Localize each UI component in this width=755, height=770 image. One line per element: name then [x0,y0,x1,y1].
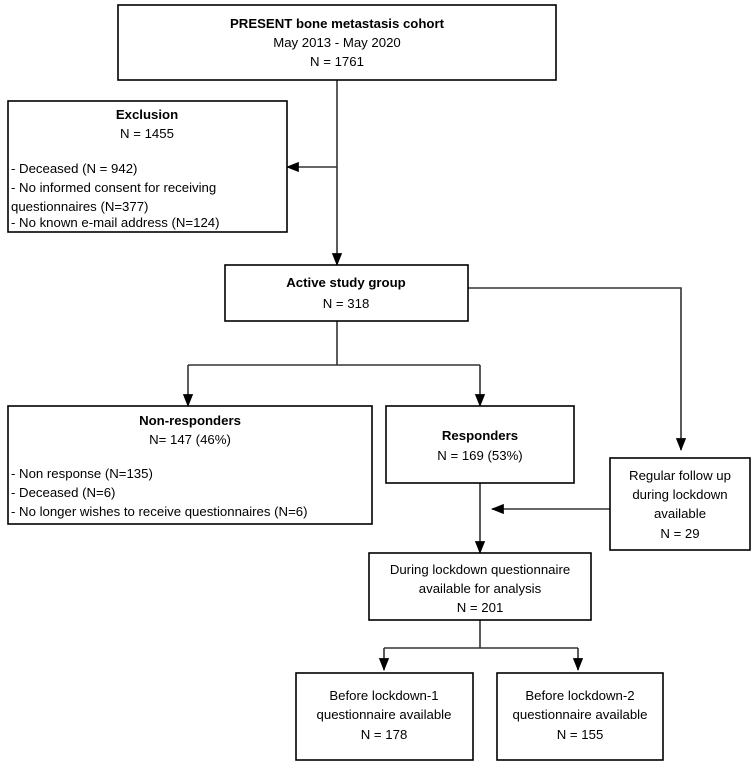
non-responders-reason-3: - No longer wishes to receive questionna… [11,504,308,519]
node-before-lockdown-2 [496,672,664,761]
non-responders-heading: Non-responders [139,413,241,428]
exclusion-reason-2: - No informed consent for receiving [11,180,216,195]
during-lockdown-line-1: During lockdown questionnaire [390,562,570,577]
before-lockdown-2-count: N = 155 [557,727,604,742]
node-responders [385,405,575,484]
exclusion-reason-1: - Deceased (N = 942) [11,161,137,176]
before-lockdown-2-line-1: Before lockdown-2 [525,688,634,703]
during-lockdown-line-2: available for analysis [419,581,542,596]
node-before-lockdown-1 [295,672,474,761]
node-exclusion [7,100,288,233]
node-cohort [117,4,557,81]
regular-followup-line-2: during lockdown [632,487,727,502]
connector-active-to-regular-followup [468,287,687,451]
exclusion-count: N = 1455 [120,126,174,141]
exclusion-reason-3: questionnaires (N=377) [11,199,148,214]
regular-followup-count: N = 29 [660,526,699,541]
responders-count: N = 169 (53%) [437,448,522,463]
before-lockdown-1-line-1: Before lockdown-1 [329,688,438,703]
exclusion-heading: Exclusion [116,107,178,122]
non-responders-reason-1: - Non response (N=135) [11,466,153,481]
node-active-study-group [224,264,469,322]
before-lockdown-1-line-2: questionnaire available [317,707,452,722]
non-responders-count: N= 147 (46%) [149,432,231,447]
before-lockdown-2-line-2: questionnaire available [513,707,648,722]
responders-heading: Responders [442,428,518,443]
non-responders-reason-2: - Deceased (N=6) [11,485,115,500]
before-lockdown-1-count: N = 178 [361,727,408,742]
cohort-count: N = 1761 [310,54,364,69]
cohort-period: May 2013 - May 2020 [273,35,401,50]
cohort-heading: PRESENT bone metastasis cohort [230,16,445,31]
during-lockdown-count: N = 201 [457,600,504,615]
node-regular-followup [609,457,751,551]
node-during-lockdown [368,552,592,621]
exclusion-reason-4: - No known e-mail address (N=124) [11,215,220,230]
regular-followup-line-3: available [654,506,706,521]
active-group-heading: Active study group [286,275,405,290]
regular-followup-line-1: Regular follow up [629,468,731,483]
active-group-count: N = 318 [323,296,370,311]
node-non-responders [7,405,373,525]
